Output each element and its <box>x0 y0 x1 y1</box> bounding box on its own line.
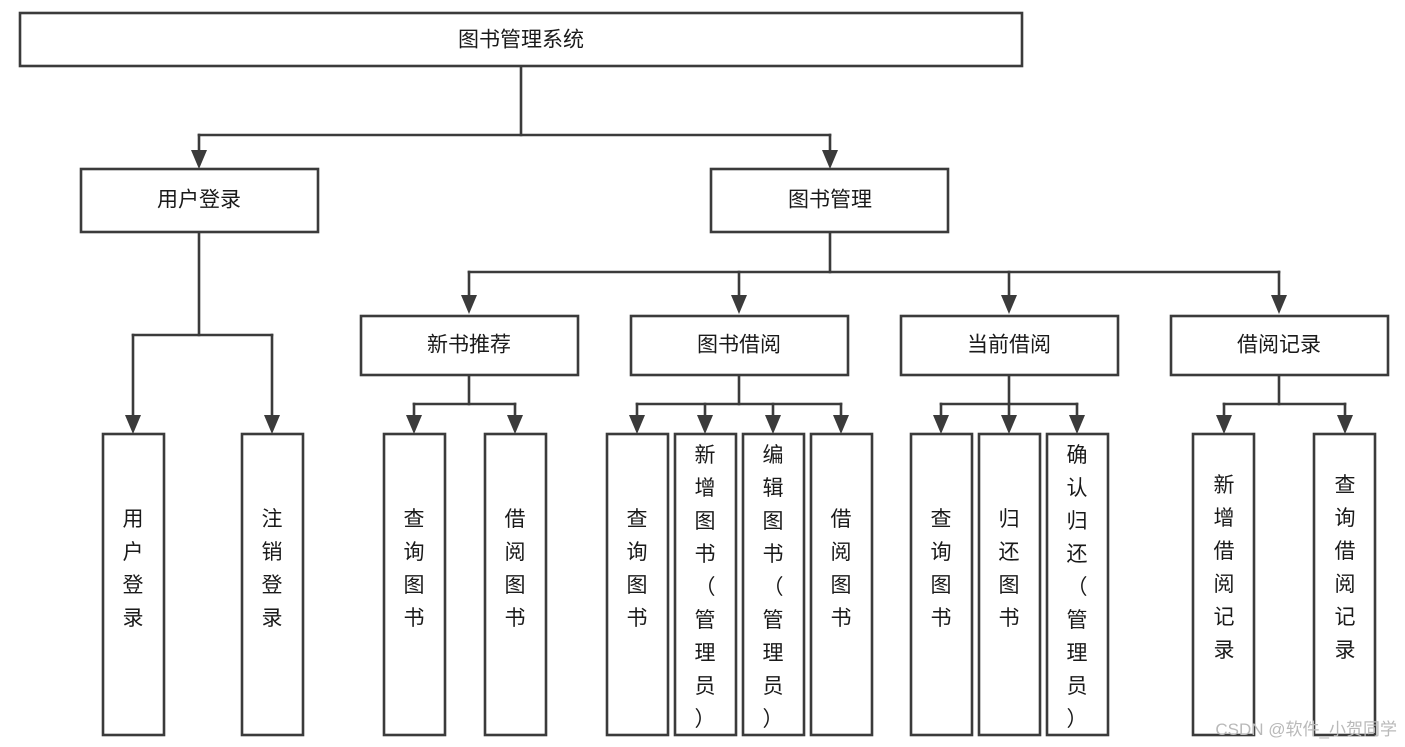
node-book-borrow-label: 图书借阅 <box>697 334 781 357</box>
arrow-head-leaf-add-book-admin <box>697 415 713 434</box>
connector-group-user-login <box>125 230 280 434</box>
arrow-head-user-login <box>191 150 207 169</box>
node-leaf-borrow-book-2-box[interactable] <box>809 432 874 737</box>
node-leaf-return-book[interactable]: 归还图书 <box>977 432 1042 737</box>
node-leaf-add-book-admin[interactable]: 新增图书（管理员） <box>673 432 738 737</box>
arrow-head-current-borrow <box>1001 295 1017 314</box>
node-book-management-label: 图书管理 <box>788 189 872 212</box>
node-leaf-user-logout-box[interactable] <box>240 432 305 737</box>
arrow-head-new-book-recommend <box>461 295 477 314</box>
arrow-head-borrow-record <box>1271 295 1287 314</box>
node-leaf-user-login[interactable]: 用户登录 <box>101 432 166 737</box>
node-leaf-query-borrow-record-label: 查询借阅记录 <box>1335 474 1356 662</box>
node-leaf-add-book-admin-box[interactable] <box>673 432 738 737</box>
node-leaf-confirm-return-admin[interactable]: 确认归还（管理员） <box>1045 432 1110 737</box>
node-leaf-query-book-3-label: 查询图书 <box>931 508 952 630</box>
node-leaf-query-book-3-box[interactable] <box>909 432 974 737</box>
node-leaf-return-book-label: 归还图书 <box>999 508 1020 630</box>
node-book-management[interactable]: 图书管理 <box>709 167 950 234</box>
node-user-login[interactable]: 用户登录 <box>79 167 320 234</box>
node-leaf-user-logout-label: 注销登录 <box>262 508 283 630</box>
node-leaf-query-book-1-label: 查询图书 <box>404 508 425 630</box>
arrow-head-book-management <box>822 150 838 169</box>
node-root-label: 图书管理系统 <box>458 29 584 52</box>
node-leaf-query-book-3[interactable]: 查询图书 <box>909 432 974 737</box>
node-current-borrow[interactable]: 当前借阅 <box>899 314 1120 377</box>
node-leaf-add-book-admin-label: 新增图书（管理员） <box>695 444 716 731</box>
connector-group-book-borrow <box>629 373 849 434</box>
node-root-box[interactable] <box>18 11 1024 68</box>
node-borrow-record-label: 借阅记录 <box>1237 334 1321 357</box>
node-leaf-query-book-1-box[interactable] <box>382 432 447 737</box>
arrow-head-leaf-borrow-book-2 <box>833 415 849 434</box>
node-leaf-query-borrow-record[interactable]: 查询借阅记录 <box>1312 432 1377 737</box>
node-leaf-borrow-book-1-label: 借阅图书 <box>505 508 526 630</box>
arrow-head-leaf-query-book-1 <box>406 415 422 434</box>
node-borrow-record[interactable]: 借阅记录 <box>1169 314 1390 377</box>
arrow-head-leaf-query-book-3 <box>933 415 949 434</box>
node-leaf-add-borrow-record-label: 新增借阅记录 <box>1214 474 1235 662</box>
node-leaf-add-borrow-record[interactable]: 新增借阅记录 <box>1191 432 1256 737</box>
connector-group-book-management <box>461 230 1287 314</box>
connector-group-current-borrow <box>933 373 1085 434</box>
arrow-head-leaf-user-logout <box>264 415 280 434</box>
node-book-management-box[interactable] <box>709 167 950 234</box>
arrow-head-leaf-borrow-book-1 <box>507 415 523 434</box>
connector-group-borrow-record <box>1216 373 1353 434</box>
node-leaf-query-book-2-label: 查询图书 <box>627 508 648 630</box>
node-new-book-recommend[interactable]: 新书推荐 <box>359 314 580 377</box>
node-leaf-edit-book-admin-label: 编辑图书（管理员） <box>763 444 784 731</box>
node-leaf-query-book-2-box[interactable] <box>605 432 670 737</box>
csdn-watermark: CSDN @软件_小贺同学 <box>1215 720 1397 739</box>
arrow-head-leaf-query-book-2 <box>629 415 645 434</box>
node-book-borrow[interactable]: 图书借阅 <box>629 314 850 377</box>
arrow-head-leaf-return-book <box>1001 415 1017 434</box>
node-leaf-borrow-book-1[interactable]: 借阅图书 <box>483 432 548 737</box>
node-current-borrow-box[interactable] <box>899 314 1120 377</box>
connector-group-new-book-recommend <box>406 373 523 434</box>
node-new-book-recommend-box[interactable] <box>359 314 580 377</box>
node-leaf-query-book-2[interactable]: 查询图书 <box>605 432 670 737</box>
node-leaf-confirm-return-admin-label: 确认归还（管理员） <box>1067 444 1088 731</box>
node-book-borrow-box[interactable] <box>629 314 850 377</box>
node-current-borrow-label: 当前借阅 <box>967 334 1051 357</box>
arrow-head-leaf-user-login <box>125 415 141 434</box>
node-new-book-recommend-label: 新书推荐 <box>427 334 511 357</box>
node-leaf-user-login-label: 用户登录 <box>123 508 144 630</box>
node-leaf-user-logout[interactable]: 注销登录 <box>240 432 305 737</box>
node-leaf-borrow-book-2-label: 借阅图书 <box>831 508 852 630</box>
node-leaf-confirm-return-admin-box[interactable] <box>1045 432 1110 737</box>
node-leaf-user-login-box[interactable] <box>101 432 166 737</box>
node-leaf-edit-book-admin-box[interactable] <box>741 432 806 737</box>
node-leaf-query-borrow-record-box[interactable] <box>1312 432 1377 737</box>
connector-group-root <box>191 64 838 169</box>
node-leaf-query-book-1[interactable]: 查询图书 <box>382 432 447 737</box>
arrow-head-leaf-confirm-return-admin <box>1069 415 1085 434</box>
node-leaf-add-borrow-record-box[interactable] <box>1191 432 1256 737</box>
node-leaf-borrow-book-1-box[interactable] <box>483 432 548 737</box>
node-user-login-label: 用户登录 <box>157 189 241 212</box>
arrow-head-leaf-add-borrow-record <box>1216 415 1232 434</box>
node-borrow-record-box[interactable] <box>1169 314 1390 377</box>
arrow-head-book-borrow <box>731 295 747 314</box>
node-leaf-borrow-book-2[interactable]: 借阅图书 <box>809 432 874 737</box>
node-leaf-return-book-box[interactable] <box>977 432 1042 737</box>
node-root[interactable]: 图书管理系统 <box>18 11 1024 68</box>
node-user-login-box[interactable] <box>79 167 320 234</box>
arrow-head-leaf-query-borrow-record <box>1337 415 1353 434</box>
arrow-head-leaf-edit-book-admin <box>765 415 781 434</box>
node-leaf-edit-book-admin[interactable]: 编辑图书（管理员） <box>741 432 806 737</box>
